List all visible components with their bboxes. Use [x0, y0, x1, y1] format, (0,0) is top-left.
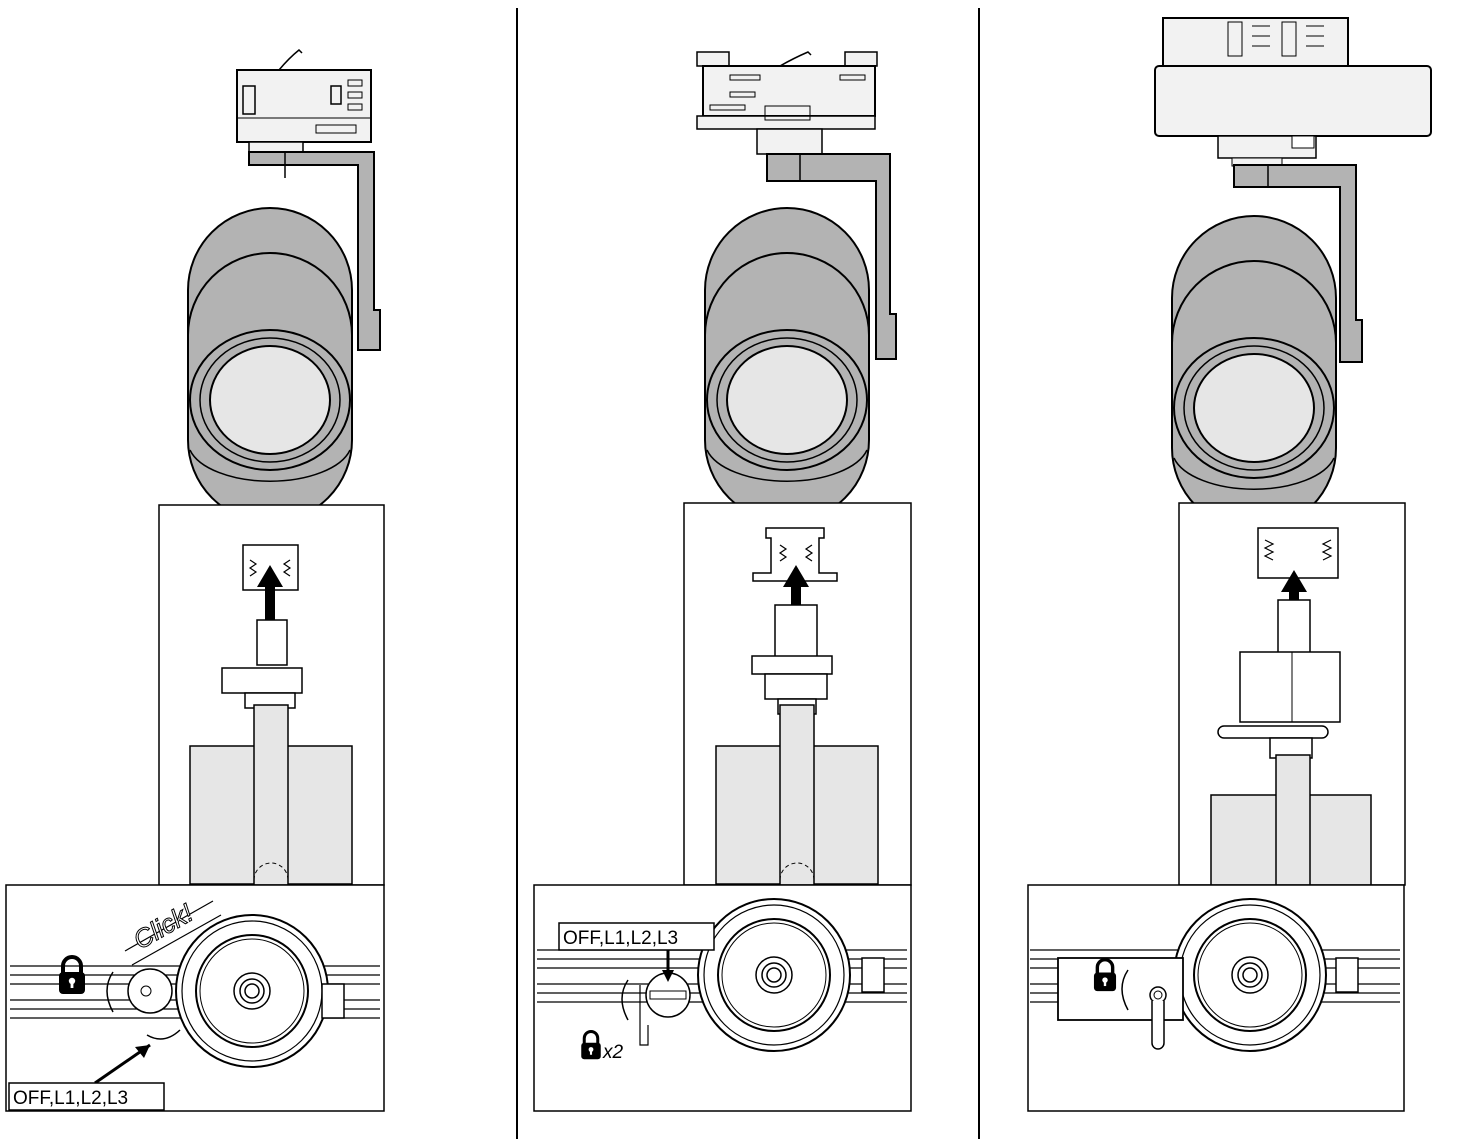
- spotlight-head: [187, 207, 353, 523]
- rotate-arrow-icon: [106, 971, 114, 1013]
- arm-side: [253, 704, 289, 886]
- spotlight-head: [704, 207, 870, 523]
- switch-label: OFF,L1,L2,L3: [13, 1088, 128, 1109]
- panel-3: [1027, 17, 1432, 1112]
- mounting-arm: [766, 153, 897, 360]
- spotlight-top-view: [697, 898, 851, 1052]
- track-adapter-medium: [696, 51, 878, 155]
- switch-label: OFF,L1,L2,L3: [563, 928, 678, 949]
- switch-knob: [127, 968, 173, 1014]
- switch-label-box: [8, 1082, 165, 1111]
- track-profile: [752, 527, 838, 582]
- panel-1: Click! OFF,L1,L2,L3: [5, 48, 385, 1112]
- track-adapter-small: [236, 48, 372, 153]
- arm-side: [779, 704, 815, 886]
- arm-side: [1275, 754, 1311, 886]
- rotate-arrow-icon: [146, 1029, 181, 1040]
- rotate-arrow-icon: [1121, 969, 1129, 1011]
- spotlight-top-view: [1173, 898, 1327, 1052]
- panel-2: OFF,L1,L2,L3 x2: [533, 51, 912, 1112]
- spotlight-head: [1171, 215, 1337, 531]
- lock-multiplier: x2: [602, 1042, 624, 1063]
- switch-label-box: [558, 922, 715, 951]
- adapter-top-view: [1057, 957, 1184, 1050]
- adapter-side-view: [221, 619, 303, 709]
- track-profile: [1257, 527, 1339, 579]
- mounting-arm: [1233, 164, 1363, 363]
- adapter-side-view: [1217, 599, 1341, 759]
- rotate-arrow-icon: [621, 979, 629, 1021]
- spotlight-top-view: [175, 914, 329, 1068]
- track-adapter-large: [1154, 17, 1432, 167]
